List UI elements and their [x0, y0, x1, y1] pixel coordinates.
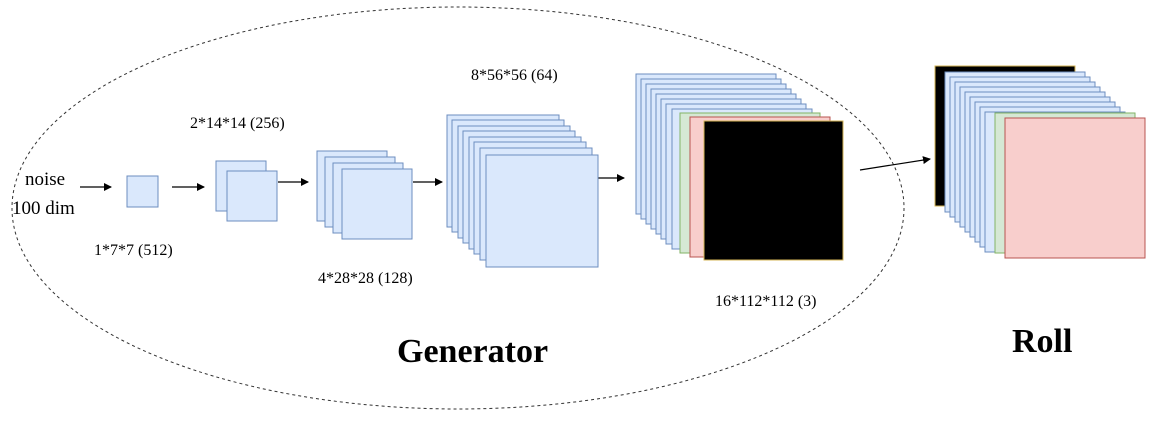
feature-map [126, 175, 159, 208]
red-channel-map [1004, 117, 1146, 259]
feature-map [485, 154, 599, 268]
roll-title: Roll [1012, 323, 1072, 360]
black-output-map [703, 120, 844, 261]
layer-1-label: 1*7*7 (512) [94, 242, 173, 259]
layer-1-stack [126, 175, 159, 208]
layer-4-label: 8*56*56 (64) [471, 67, 558, 84]
roll-stack [934, 65, 1146, 259]
layer-2-label: 2*14*14 (256) [190, 115, 285, 132]
layer-3-label: 4*28*28 (128) [318, 270, 413, 287]
layer-3-stack [316, 150, 413, 240]
noise-label: noise [25, 169, 65, 190]
arrow-to-roll [859, 156, 931, 171]
feature-map [226, 170, 278, 222]
noise-dim-label: 100 dim [12, 198, 75, 219]
feature-map [341, 168, 413, 240]
layer-5-stack [635, 73, 844, 261]
generator-title: Generator [397, 333, 548, 370]
layer-5-label: 16*112*112 (3) [715, 293, 816, 310]
layer-4-stack [446, 114, 599, 268]
layer-2-stack [215, 160, 278, 222]
generator-boundary [11, 6, 905, 410]
